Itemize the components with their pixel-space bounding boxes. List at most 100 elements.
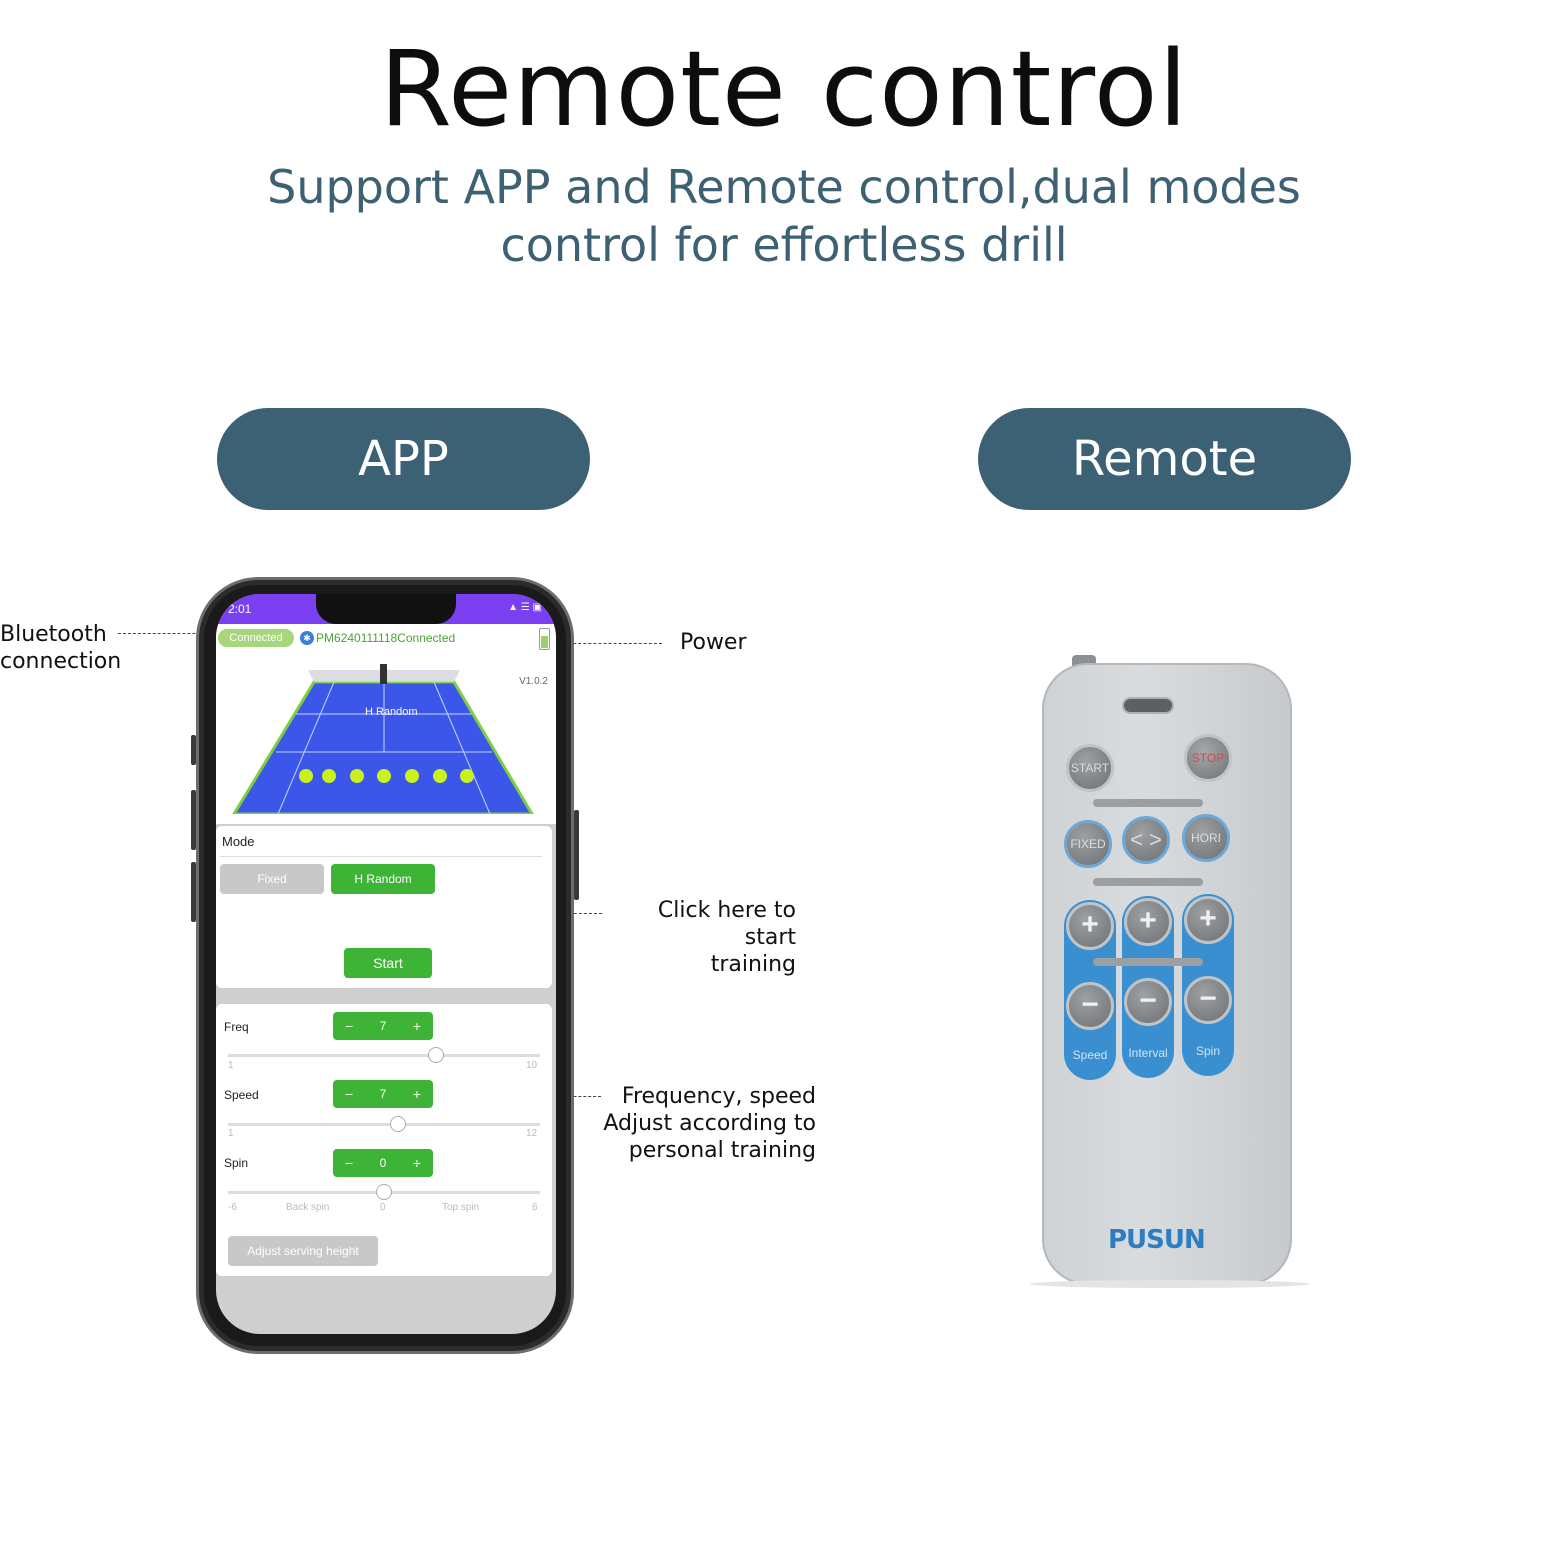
speed-value: 7	[379, 1087, 387, 1101]
spin-min: -6	[228, 1202, 237, 1213]
phone-power-button	[574, 810, 579, 900]
speed-minus-button[interactable]: −	[1066, 982, 1114, 1030]
freq-callout-line1: Frequency, speed	[621, 1084, 816, 1109]
status-icons: ▲ ☰ ▣	[508, 602, 542, 613]
freq-min: 1	[228, 1060, 234, 1071]
ball-4-icon	[377, 769, 391, 783]
spin-plus-button[interactable]: +	[412, 1155, 421, 1171]
page-title: Remote control	[379, 28, 1189, 150]
freq-callout: Frequency, speed Adjust according to per…	[590, 1083, 816, 1164]
mode-divider	[220, 856, 542, 857]
divider-bar-1	[1093, 799, 1203, 807]
freq-minus-button[interactable]: −	[345, 1018, 354, 1034]
app-pill: APP	[217, 408, 590, 510]
bluetooth-callout-line1: Bluetooth	[0, 622, 107, 647]
spin-slider[interactable]	[228, 1184, 540, 1200]
spin-label: Spin	[224, 1156, 249, 1170]
freq-callout-line2: Adjust according to	[603, 1111, 816, 1136]
remote-pill: Remote	[978, 408, 1351, 510]
phone-volume-up	[191, 790, 196, 850]
spin-top-label: Top spin	[442, 1202, 480, 1213]
freq-plus-button[interactable]: +	[412, 1018, 421, 1034]
ball-2-icon	[322, 769, 336, 783]
remote-start-button[interactable]: START	[1066, 744, 1114, 792]
divider-bar-2	[1093, 878, 1203, 886]
spin-plus-button[interactable]: +	[1184, 896, 1232, 944]
speed-slider[interactable]	[228, 1116, 540, 1132]
power-leader-line	[548, 643, 662, 644]
battery-icon	[539, 628, 550, 650]
court-illustration	[232, 664, 534, 814]
freq-max: 10	[526, 1060, 538, 1071]
remote-fixed-button[interactable]: FIXED	[1064, 820, 1112, 868]
speed-min: 1	[228, 1128, 234, 1139]
start-button[interactable]: Start	[344, 948, 432, 978]
freq-stepper[interactable]: − 7 +	[333, 1012, 433, 1040]
ball-3-icon	[350, 769, 364, 783]
device-connection-label: PM6240111118Connected	[316, 631, 456, 645]
spin-zero: 0	[380, 1202, 386, 1213]
spin-column-label: Spin	[1195, 1044, 1221, 1058]
speed-max: 12	[526, 1128, 538, 1139]
speed-plus-button[interactable]: +	[1066, 902, 1114, 950]
spin-back-label: Back spin	[286, 1202, 330, 1213]
spin-slider-thumb[interactable]	[376, 1184, 392, 1200]
speed-minus-button[interactable]: −	[345, 1086, 354, 1102]
mode-fixed-button[interactable]: Fixed	[220, 864, 324, 894]
adjust-height-button[interactable]: Adjust serving height	[228, 1236, 378, 1266]
start-callout: Click here to start training	[606, 897, 796, 978]
start-callout-line2: training	[710, 952, 796, 977]
bluetooth-callout: Bluetooth connection	[0, 621, 121, 675]
speed-plus-button[interactable]: +	[412, 1086, 421, 1102]
ball-7-icon	[460, 769, 474, 783]
ball-6-icon	[433, 769, 447, 783]
interval-plus-button[interactable]: +	[1124, 898, 1172, 946]
spin-max: 6	[532, 1202, 538, 1213]
subtitle-line-1: Support APP and Remote control,dual mode…	[267, 160, 1301, 214]
phone-mute-switch	[191, 735, 196, 765]
settings-card: Freq − 7 + 1 10 Speed − 7 + 1 12 Spin − …	[216, 1004, 552, 1276]
phone-volume-down	[191, 862, 196, 922]
connected-badge[interactable]: Connected	[218, 629, 294, 647]
ball-5-icon	[405, 769, 419, 783]
remote-stop-button[interactable]: STOP	[1184, 734, 1232, 782]
mode-hrandom-button[interactable]: H Random	[331, 864, 435, 894]
mode-label: Mode	[222, 834, 255, 849]
remote-hori-button[interactable]: HORI	[1182, 814, 1230, 862]
mode-card: Mode Fixed H Random Start	[216, 826, 552, 988]
divider-bar-3	[1093, 958, 1203, 966]
bluetooth-callout-line2: connection	[0, 649, 122, 674]
freq-label: Freq	[224, 1020, 249, 1034]
speed-slider-thumb[interactable]	[390, 1116, 407, 1132]
power-callout: Power	[680, 630, 747, 655]
ir-window	[1122, 697, 1174, 714]
status-time: 2:01	[228, 602, 252, 616]
freq-callout-line3: personal training	[628, 1138, 816, 1163]
app-header: Connected ✱ PM6240111118Connected V1.0.2…	[216, 624, 556, 824]
court-mode-label: H Random	[364, 706, 418, 718]
brand-logo: PUSUN	[1108, 1225, 1206, 1255]
freq-slider-thumb[interactable]	[428, 1047, 444, 1063]
subtitle-line-2: control for effortless drill	[500, 218, 1068, 272]
interval-minus-button[interactable]: −	[1124, 978, 1172, 1026]
ball-row	[299, 769, 474, 783]
ball-1-icon	[299, 769, 313, 783]
phone-notch	[316, 594, 456, 624]
speed-column-label: Speed	[1072, 1048, 1108, 1062]
bluetooth-icon: ✱	[300, 631, 314, 645]
speed-label: Speed	[224, 1088, 259, 1102]
spin-minus-button[interactable]: −	[1184, 976, 1232, 1024]
app-screen: 2:01 ▲ ☰ ▣ Connected ✱ PM6240111118Conne…	[216, 594, 556, 1334]
app-version: V1.0.2	[519, 676, 548, 687]
start-callout-line1: Click here to start	[657, 898, 796, 950]
spin-minus-button[interactable]: −	[345, 1155, 354, 1171]
freq-slider[interactable]	[228, 1047, 540, 1063]
remote-horizontal-arrows-button[interactable]: < >	[1122, 816, 1170, 864]
spin-value: 0	[379, 1156, 387, 1170]
speed-stepper[interactable]: − 7 +	[333, 1080, 433, 1108]
freq-value: 7	[379, 1019, 387, 1033]
spin-stepper[interactable]: − 0 +	[333, 1149, 433, 1177]
bluetooth-leader-line	[118, 633, 240, 634]
remote-shadow	[1030, 1280, 1310, 1288]
interval-column-label: Interval	[1128, 1046, 1168, 1060]
